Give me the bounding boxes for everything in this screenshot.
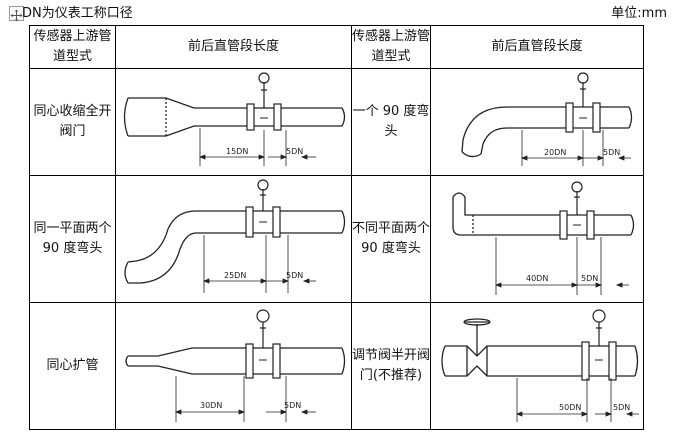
svg-text:5DN: 5DN [603, 148, 620, 157]
svg-text:25DN: 25DN [224, 271, 246, 280]
table-row: 同心扩管 [29, 302, 644, 430]
pipe-diagram-concentric-reducer: 15DN 5DN [115, 68, 352, 176]
pipe-diagram-control-valve-half-open: 50DN 5DN [430, 302, 644, 430]
svg-text:5DN: 5DN [286, 147, 303, 156]
table-row: 同一平面两个 90 度弯头 [29, 175, 644, 303]
svg-text:5DN: 5DN [581, 274, 598, 283]
diameter-note: DN为仪表工称口径 [22, 6, 133, 21]
svg-text:50DN: 50DN [559, 403, 581, 412]
pipe-type-label: 同心扩管 [29, 302, 116, 430]
pipe-type-label: 同心收缩全开阀门 [29, 68, 116, 176]
pipe-diagram-two-elbows-different-planes: 40DN 5DN [430, 175, 644, 303]
col-header-length-left: 前后直管段长度 [115, 25, 352, 69]
svg-text:5DN: 5DN [284, 401, 301, 410]
unit-label: 单位:mm [611, 6, 667, 21]
table-row: 同心收缩全开阀门 [29, 68, 644, 176]
col-header-length-right: 前后直管段长度 [430, 25, 644, 69]
caption-bar: DN为仪表工称口径 单位:mm [0, 0, 675, 26]
col-header-type-left: 传感器上游管道型式 [29, 25, 116, 69]
svg-text:5DN: 5DN [613, 403, 630, 412]
pipe-type-label: 调节阀半开阀门(不推荐) [351, 302, 431, 430]
svg-text:40DN: 40DN [526, 274, 548, 283]
svg-text:20DN: 20DN [544, 148, 566, 157]
straight-pipe-table: 传感器上游管道型式 前后直管段长度 传感器上游管道型式 前后直管段长度 同心收缩… [29, 25, 644, 430]
svg-text:15DN: 15DN [226, 147, 248, 156]
col-header-type-right: 传感器上游管道型式 [351, 25, 431, 69]
move-handle-icon[interactable] [9, 6, 24, 22]
pipe-type-label: 不同平面两个 90 度弯头 [351, 175, 431, 303]
pipe-diagram-two-elbows-same-plane: 25DN 5DN [115, 175, 352, 303]
pipe-diagram-single-elbow: 20DN 5DN [430, 68, 644, 176]
svg-text:30DN: 30DN [200, 401, 222, 410]
pipe-type-label: 一个 90 度弯头 [351, 68, 431, 176]
pipe-diagram-concentric-expander: 30DN 5DN [115, 302, 352, 430]
pipe-type-label: 同一平面两个 90 度弯头 [29, 175, 116, 303]
header-row: 传感器上游管道型式 前后直管段长度 传感器上游管道型式 前后直管段长度 [29, 25, 644, 69]
svg-text:5DN: 5DN [286, 271, 303, 280]
